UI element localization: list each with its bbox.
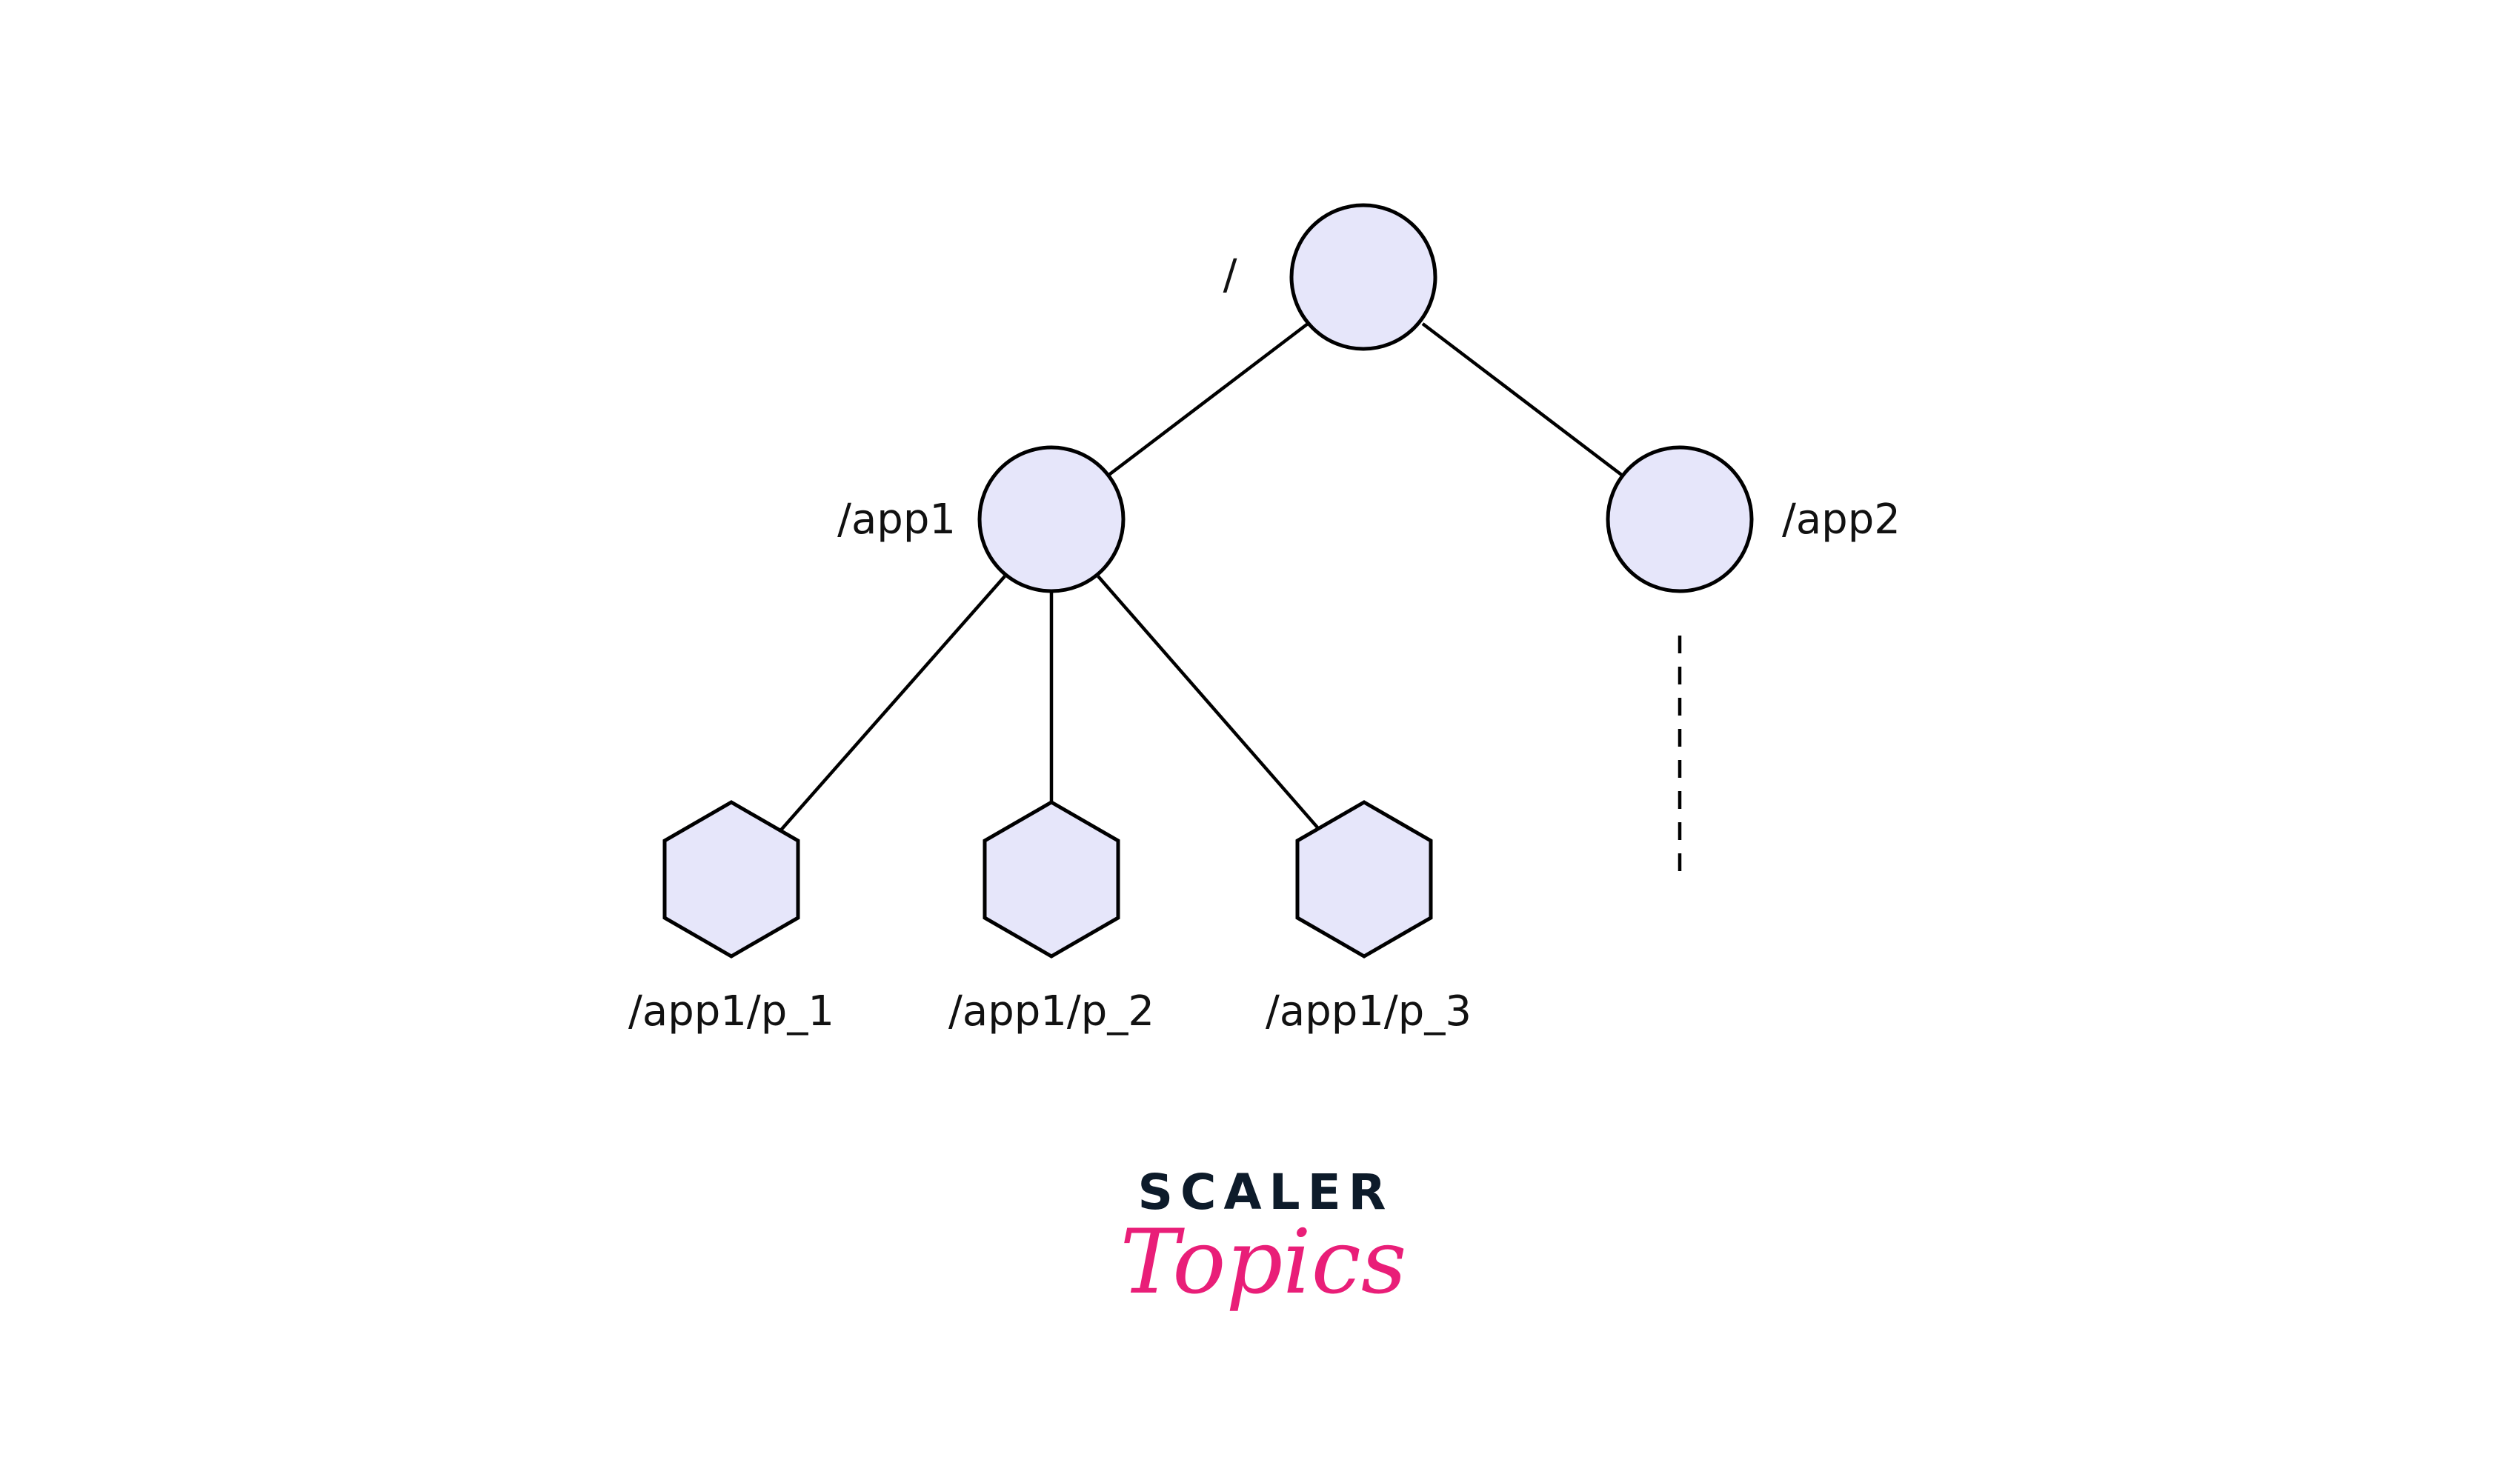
logo-topics-text: Topics [1120, 1211, 1407, 1314]
node-p2-hexagon [983, 800, 1120, 959]
label-p2: /app1/p_2 [948, 987, 1154, 1036]
label-app2: /app2 [1782, 496, 1901, 544]
node-app2 [1606, 445, 1754, 593]
label-root: / [1223, 251, 1237, 299]
logo-scaler-text: SCALER [1137, 1164, 1393, 1221]
scaler-topics-logo: SCALER Topics [1120, 1164, 1407, 1314]
edge-app1-p1 [777, 575, 1006, 835]
label-app1: /app1 [837, 496, 956, 544]
edge-root-app1 [1103, 322, 1309, 480]
node-app1 [977, 445, 1126, 593]
node-root [1289, 203, 1437, 351]
label-p3: /app1/p_3 [1266, 987, 1472, 1036]
edge-root-app2 [1421, 322, 1628, 480]
node-p1-hexagon [662, 800, 800, 959]
label-p1: /app1/p_1 [628, 987, 834, 1036]
node-p3-hexagon [1295, 800, 1433, 959]
edge-app1-p3 [1097, 575, 1324, 835]
